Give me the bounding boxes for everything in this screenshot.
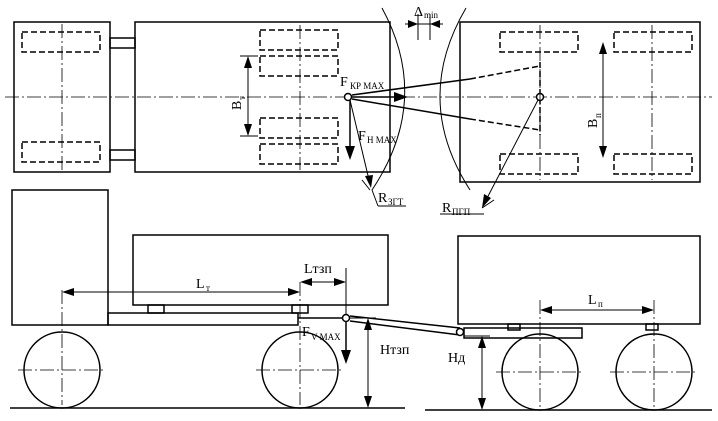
trailer-body-top	[459, 21, 701, 183]
rear-wheel-3	[259, 117, 339, 139]
lp-arrow-right	[642, 306, 654, 314]
bp-arrow-top	[599, 42, 607, 54]
rear-wheel-1	[259, 29, 339, 51]
bp-arrow-bottom	[599, 146, 607, 158]
hd-label: Нд	[448, 351, 465, 366]
delta-label: Δ	[414, 5, 423, 20]
rptp-arrow	[482, 194, 491, 208]
trailer-mount-1	[507, 323, 521, 331]
trailer-rear-wheel-bottom	[613, 153, 693, 175]
cab-connector-bottom	[109, 149, 136, 161]
rptp-radius-line	[483, 99, 539, 205]
truck-body-side	[132, 234, 389, 306]
trailer-front-wheel-bottom	[499, 153, 579, 175]
ltzp-label: Lтзп	[304, 262, 332, 277]
lt-arrow-left	[62, 288, 74, 296]
bt-arrow-top	[244, 56, 252, 68]
fv-arrow	[341, 350, 351, 364]
truck-cab-top	[13, 21, 111, 173]
fkr-arrow	[394, 92, 408, 102]
fkr-sub: КР MAX	[350, 81, 385, 91]
cab-wheel-bottom-left	[21, 141, 101, 163]
rptp-leader-a	[481, 199, 495, 209]
rear-wheel-4	[259, 143, 339, 165]
body-mount-1	[147, 304, 165, 314]
lt-arrow-right	[288, 288, 300, 296]
drawbar-top-solid-lower	[351, 98, 471, 120]
bt-sub: т	[237, 96, 247, 100]
trailer-mount-2	[645, 323, 659, 331]
bp-label-group: B п	[586, 113, 603, 128]
trailer-rear-wheel-top	[613, 31, 693, 53]
lt-sub: т	[206, 283, 210, 293]
drawbar-top-dashed-upper	[469, 65, 541, 80]
delta-arrow-right	[430, 20, 440, 28]
rptp-label: R	[442, 201, 452, 216]
rzgt-leader-2	[371, 189, 379, 207]
bp-sub: п	[593, 113, 603, 118]
ltzp-arrow-left	[300, 278, 312, 286]
drawbar-side-lower	[349, 320, 461, 336]
fv-label: F	[302, 325, 310, 340]
fv-sub: V MAX	[311, 332, 341, 342]
rzgt-leader-1	[361, 179, 371, 191]
bp-label: B	[586, 119, 601, 128]
delta-sub: min	[424, 10, 439, 20]
trailer-hitch-point-side	[455, 327, 465, 337]
rear-wheel-2	[259, 55, 339, 77]
lp-label: L	[588, 293, 597, 308]
bt-label: B	[230, 101, 245, 110]
bt-label-group: B т	[230, 96, 247, 110]
htzp-label: Hтзп	[380, 343, 410, 358]
rzgt-radius-line	[349, 99, 371, 185]
htzp-arrow-bottom	[364, 396, 372, 408]
fn-label: F	[358, 129, 366, 144]
hd-arrow-top	[478, 336, 486, 348]
rzgt-arrow	[365, 175, 373, 188]
bt-arrow-bottom	[244, 124, 252, 136]
trailer-arc-right	[439, 7, 471, 191]
rzgt-label: R	[378, 191, 388, 206]
fn-arrow	[345, 146, 355, 160]
lp-arrow-left	[540, 306, 552, 314]
lp-sub: п	[598, 299, 603, 309]
trailer-body-side	[457, 235, 701, 325]
lt-label: L	[196, 277, 205, 292]
cab-wheel-top-left	[21, 31, 101, 53]
fkr-label: F	[340, 75, 348, 90]
ltzp-arrow-right	[334, 278, 346, 286]
truck-cab-side	[11, 189, 109, 326]
drawbar-side-upper	[349, 315, 461, 329]
truck-arc-left	[371, 7, 406, 191]
cab-connector-top	[109, 37, 136, 49]
hitch-point-side	[341, 313, 351, 323]
trailer-front-wheel-top	[499, 31, 579, 53]
fn-sub: Н MAX	[367, 135, 397, 145]
drawbar-top-solid-upper	[351, 78, 471, 96]
delta-arrow-left	[408, 20, 418, 28]
hd-arrow-bottom	[478, 398, 486, 410]
drawbar-top-dashed-lower	[469, 118, 541, 131]
rptp-sub: ПГП	[452, 207, 471, 217]
truck-chassis-frame	[107, 312, 299, 326]
rzgt-sub: ЗГТ	[388, 197, 404, 207]
hitch-point-top	[343, 92, 353, 102]
